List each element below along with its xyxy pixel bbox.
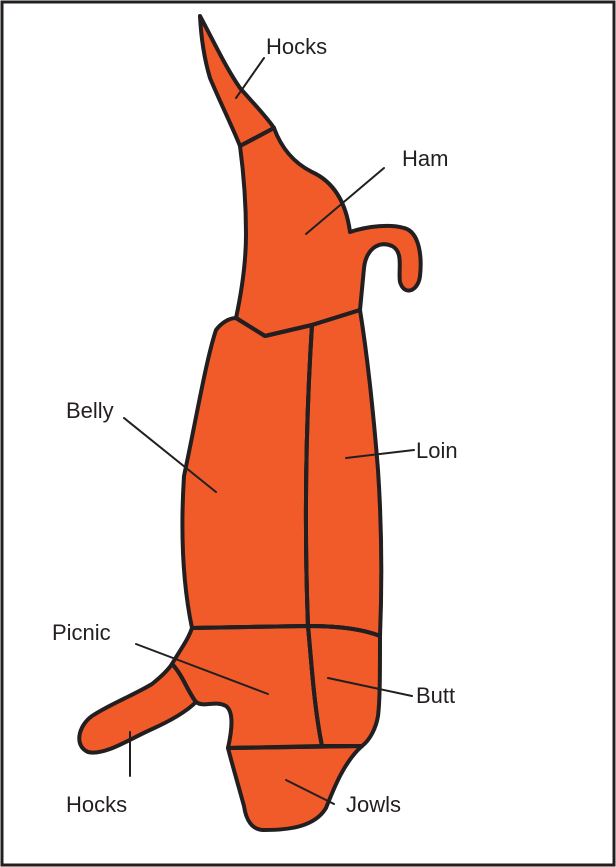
- label-jowls: Jowls: [346, 792, 401, 817]
- label-butt: Butt: [416, 683, 455, 708]
- seam-jowls: [228, 746, 362, 748]
- label-hocks-top: Hocks: [266, 34, 327, 59]
- label-picnic: Picnic: [52, 620, 111, 645]
- label-ham: Ham: [402, 146, 448, 171]
- label-loin: Loin: [416, 438, 458, 463]
- label-belly: Belly: [66, 398, 114, 423]
- label-hocks-bottom: Hocks: [66, 792, 127, 817]
